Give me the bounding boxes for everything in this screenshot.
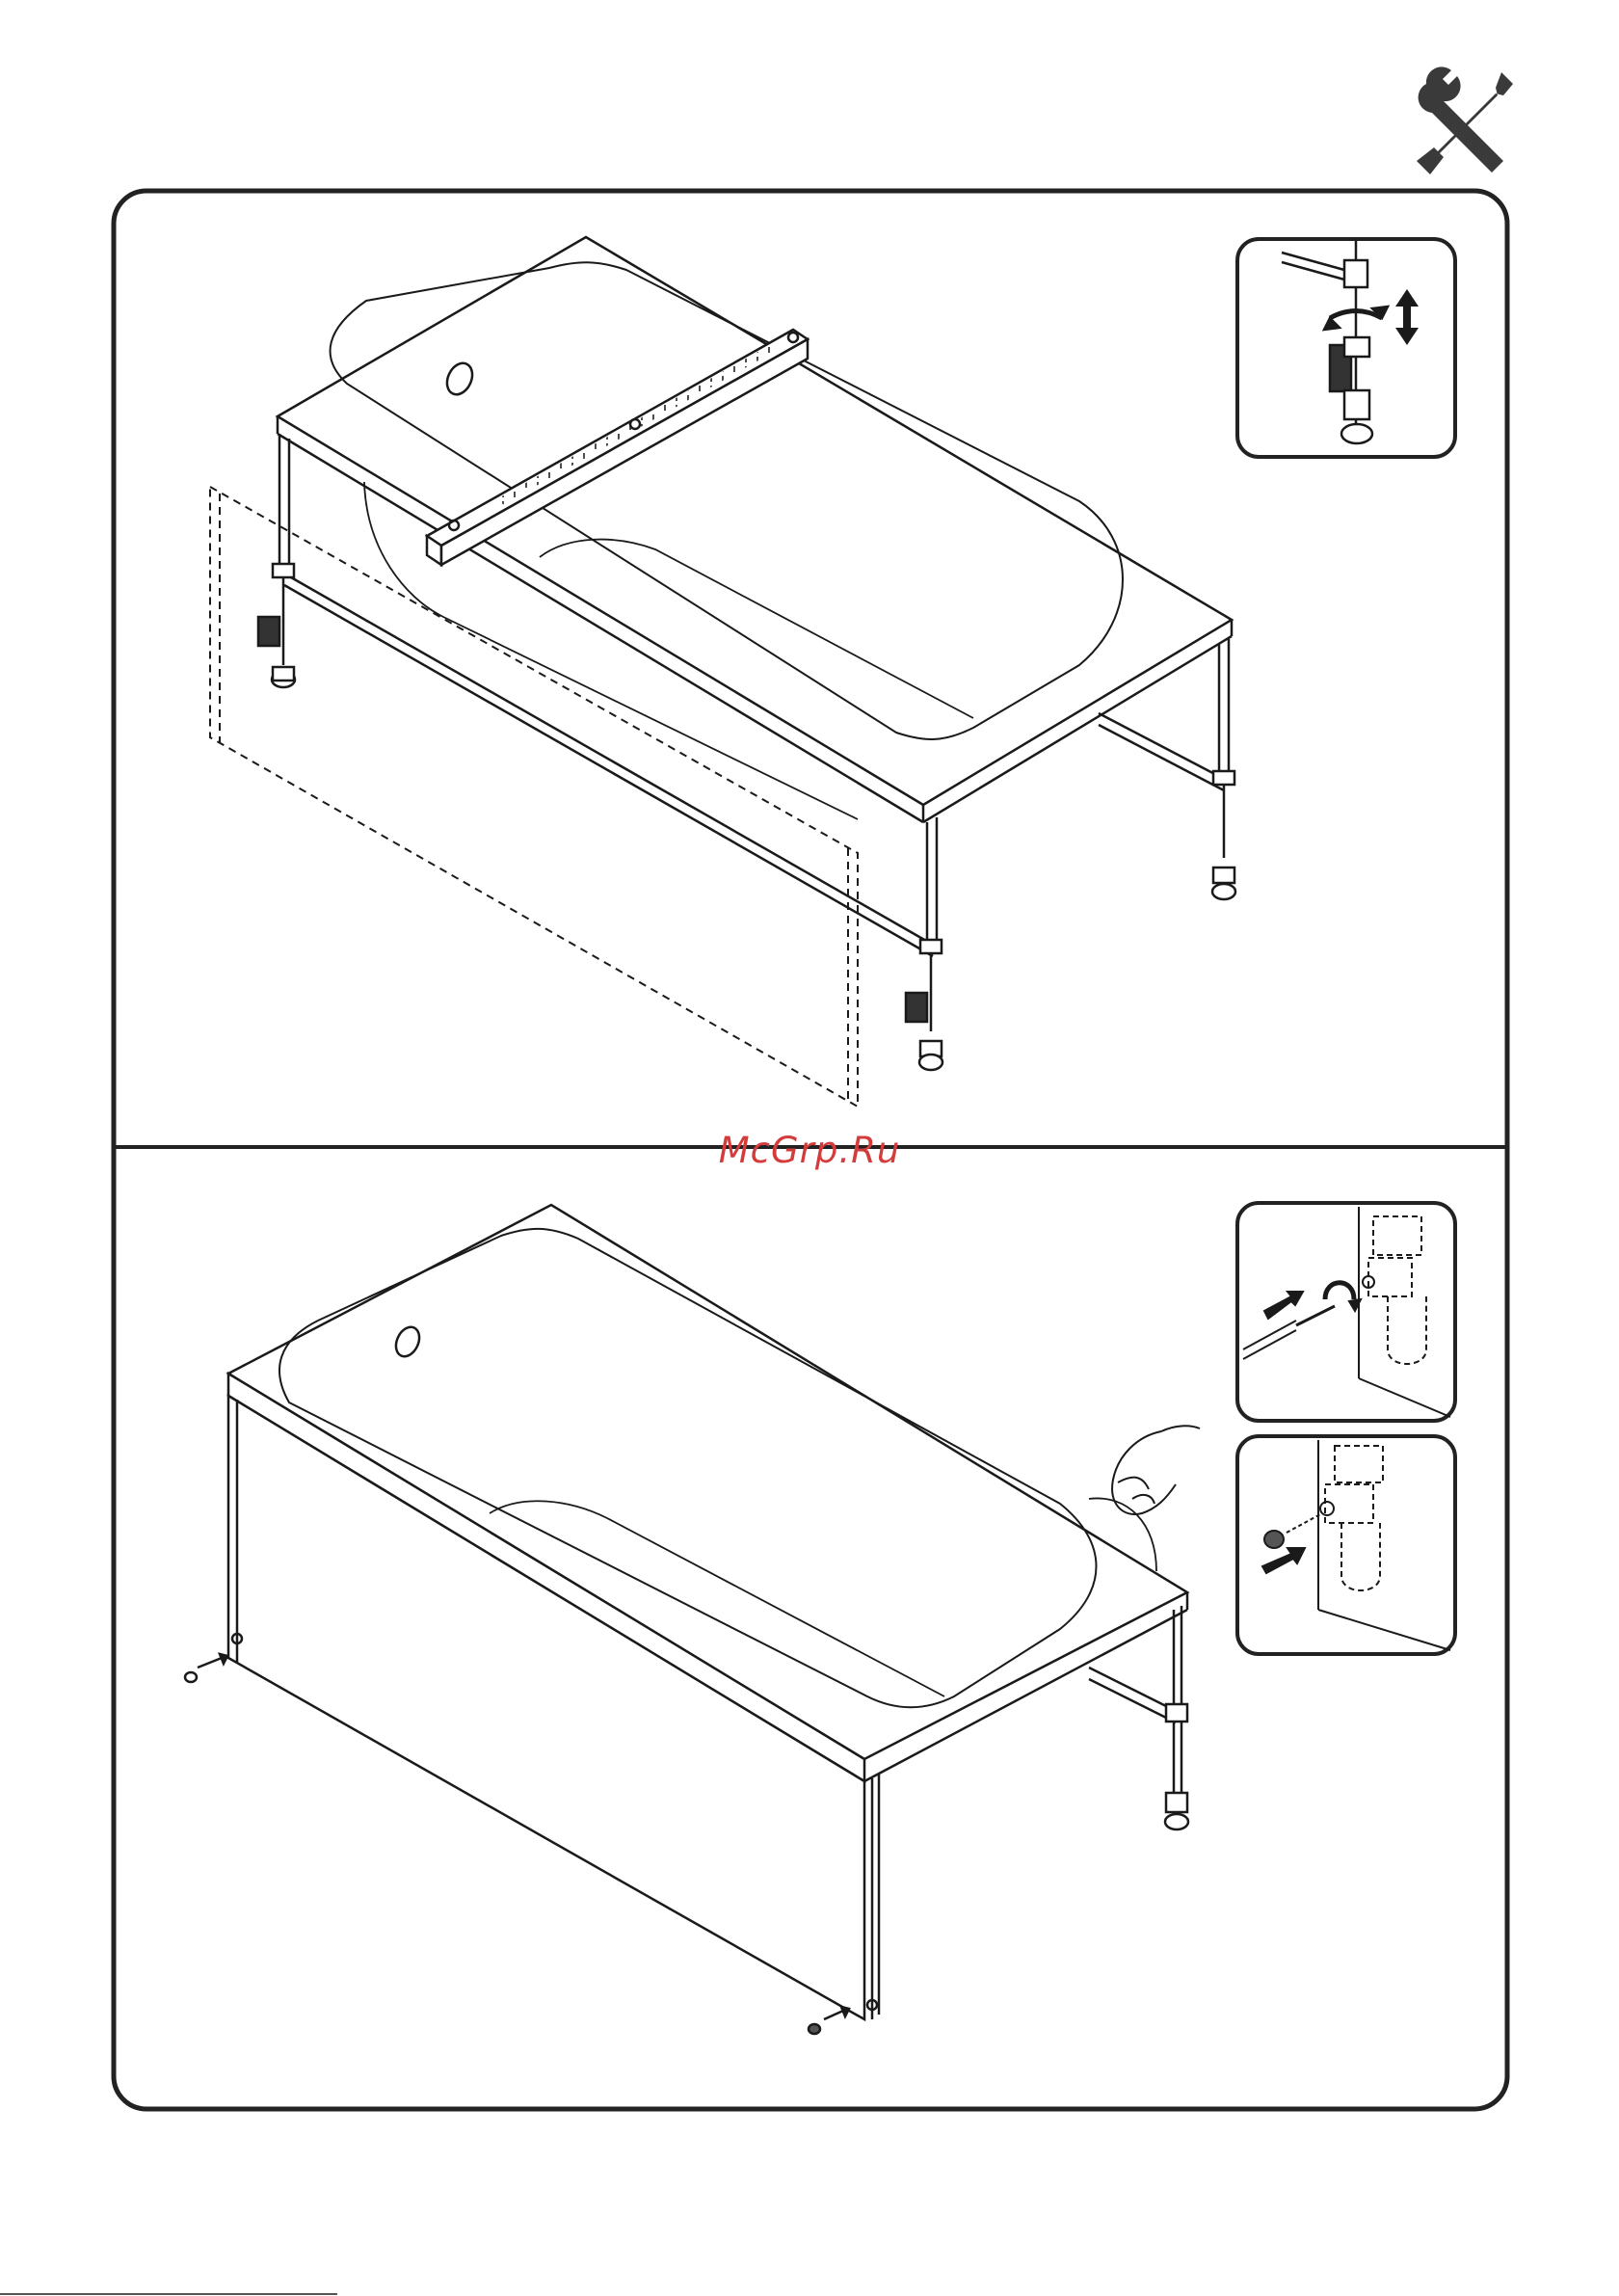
hand-peeling-film (1112, 1426, 1200, 1514)
step-2-detail-inset-2 (1237, 1436, 1455, 1654)
step-1-detail-inset (1237, 239, 1455, 457)
foot-front-right (906, 940, 942, 1070)
step-2-illustration (185, 1205, 1200, 2034)
screw-right (809, 2007, 849, 2034)
watermark-text: McGrp.Ru (675, 1130, 944, 1171)
frame-rail-back (1099, 713, 1224, 779)
foot-front-left (258, 564, 295, 687)
wrench-screwdriver-icon (1417, 67, 1513, 174)
step-1-illustration (210, 237, 1235, 1107)
foot-back-right (1212, 771, 1235, 899)
step-2-detail-inset-1 (1237, 1203, 1455, 1421)
foot-back-right-2 (1165, 1704, 1188, 1829)
screw-left (185, 1654, 227, 1682)
